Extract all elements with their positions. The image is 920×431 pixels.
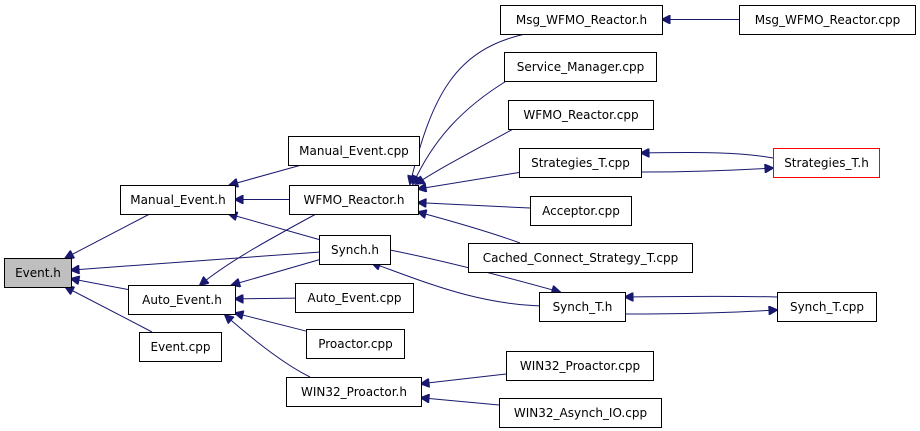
node-auto-event-cpp[interactable]: Auto_Event.cpp <box>295 283 414 313</box>
node-synch-t-cpp[interactable]: Synch_T.cpp <box>777 292 877 322</box>
edge-wfmo_reactor_cpp-to-wfmo_reactor_h <box>416 127 516 184</box>
node-box <box>306 329 405 359</box>
node-strategies-t-h[interactable]: Strategies_T.h <box>773 148 880 178</box>
edge-layer <box>65 20 778 406</box>
node-proactor-cpp[interactable]: Proactor.cpp <box>306 329 405 359</box>
node-label: Event.h <box>15 266 61 280</box>
edge-synch_t_h-to-synch_h <box>372 263 547 307</box>
node-auto-event-h[interactable]: Auto_Event.h <box>128 285 236 315</box>
node-label: Service_Manager.cpp <box>517 60 645 74</box>
node-label: Manual_Event.cpp <box>299 144 409 158</box>
node-box <box>519 148 642 178</box>
node-box <box>504 52 657 82</box>
edge-synch_h-to-auto_event_h <box>232 259 320 285</box>
edge-synch_t_h-to-synch_t_cpp <box>624 310 777 314</box>
node-label: WFMO_Reactor.h <box>304 193 405 207</box>
node-label: Auto_Event.h <box>142 293 222 307</box>
node-box <box>739 5 916 35</box>
node-msg-wfmo-reactor-h[interactable]: Msg_WFMO_Reactor.h <box>500 5 663 35</box>
node-label: WFMO_Reactor.cpp <box>523 108 638 122</box>
node-box <box>500 5 663 35</box>
node-wfmo-reactor-cpp[interactable]: WFMO_Reactor.cpp <box>508 100 654 130</box>
node-label: Manual_Event.h <box>130 193 225 207</box>
edge-proactor_cpp-to-auto_event_h <box>235 313 307 332</box>
node-acceptor-cpp[interactable]: Acceptor.cpp <box>530 196 632 226</box>
node-box <box>139 332 222 362</box>
edge-strategies_t_h-to-strategies_t_cpp <box>641 153 774 159</box>
node-label: WIN32_Asynch_IO.cpp <box>514 406 647 420</box>
node-box <box>773 148 880 178</box>
node-win32-proactor-cpp[interactable]: WIN32_Proactor.cpp <box>506 351 654 381</box>
node-service-manager-cpp[interactable]: Service_Manager.cpp <box>504 52 657 82</box>
node-synch-t-h[interactable]: Synch_T.h <box>539 292 626 322</box>
edge-auto_event_h-to-event_h <box>71 279 129 290</box>
edge-wfmo_reactor_h-to-auto_event_h <box>200 213 317 285</box>
node-box <box>4 258 72 288</box>
node-manual-event-h[interactable]: Manual_Event.h <box>120 185 236 215</box>
node-win32-proactor-h[interactable]: WIN32_Proactor.h <box>286 377 422 407</box>
node-synch-h[interactable]: Synch.h <box>319 235 391 265</box>
edge-win32_asynch_io_cpp-to-win32_proactor_h <box>421 398 500 406</box>
edge-manual_event_cpp-to-manual_event_h <box>230 164 302 185</box>
edge-acceptor_cpp-to-wfmo_reactor_h <box>418 203 531 209</box>
edge-cached_connect-to-wfmo_reactor_h <box>418 212 521 244</box>
node-label: Synch_T.h <box>553 300 613 314</box>
node-box <box>295 283 414 313</box>
edge-auto_event_cpp-to-auto_event_h <box>235 298 296 299</box>
edge-synch_t_cpp-to-synch_t_h <box>625 296 778 297</box>
node-box <box>777 292 877 322</box>
node-manual-event-cpp[interactable]: Manual_Event.cpp <box>288 136 420 166</box>
node-label: Cached_Connect_Strategy_T.cpp <box>483 251 679 265</box>
node-box <box>530 196 632 226</box>
node-label: WIN32_Proactor.cpp <box>520 359 640 373</box>
edge-manual_event_h-to-event_h <box>65 213 150 258</box>
edge-strategies_t_cpp-to-wfmo_reactor_h <box>418 171 520 188</box>
node-layer: Event.h Manual_Event.hAuto_Event.hEvent.c… <box>4 5 916 428</box>
node-label: Synch.h <box>331 243 379 257</box>
edge-strategies_t_cpp-to-strategies_t_h <box>640 168 773 172</box>
node-event-h: Event.h <box>4 258 72 288</box>
node-cached-connect[interactable]: Cached_Connect_Strategy_T.cpp <box>468 243 693 273</box>
edge-event_cpp-to-event_h <box>65 287 153 333</box>
node-box <box>499 398 662 428</box>
edge-win32_proactor_cpp-to-win32_proactor_h <box>421 373 507 384</box>
node-box <box>508 100 654 130</box>
edge-win32_proactor_h-to-auto_event_h <box>225 315 311 378</box>
node-box <box>286 377 422 407</box>
node-label: Event.cpp <box>150 340 210 354</box>
node-box <box>539 292 626 322</box>
edge-synch_h-to-event_h <box>71 251 320 270</box>
node-msg-wfmo-reactor-cpp[interactable]: Msg_WFMO_Reactor.cpp <box>739 5 916 35</box>
node-label: Proactor.cpp <box>318 337 393 351</box>
node-box <box>128 285 236 315</box>
node-box <box>289 185 419 215</box>
node-box <box>468 243 693 273</box>
node-label: Synch_T.cpp <box>790 300 864 314</box>
node-strategies-t-cpp[interactable]: Strategies_T.cpp <box>519 148 642 178</box>
node-label: Strategies_T.h <box>784 156 869 170</box>
node-label: Msg_WFMO_Reactor.cpp <box>755 13 900 27</box>
node-label: Auto_Event.cpp <box>308 291 402 305</box>
node-box <box>288 136 420 166</box>
node-box <box>120 185 236 215</box>
node-wfmo-reactor-h[interactable]: WFMO_Reactor.h <box>289 185 419 215</box>
node-box <box>319 235 391 265</box>
node-box <box>506 351 654 381</box>
node-label: Msg_WFMO_Reactor.h <box>516 13 647 27</box>
node-label: WIN32_Proactor.h <box>301 385 407 399</box>
edge-synch_h-to-manual_event_h <box>229 214 320 240</box>
node-label: Strategies_T.cpp <box>531 156 630 170</box>
edge-service_manager_cpp-to-wfmo_reactor_h <box>413 79 509 184</box>
node-label: Acceptor.cpp <box>542 204 620 218</box>
node-win32-asynch-io-cpp[interactable]: WIN32_Asynch_IO.cpp <box>499 398 662 428</box>
node-event-cpp[interactable]: Event.cpp <box>139 332 222 362</box>
